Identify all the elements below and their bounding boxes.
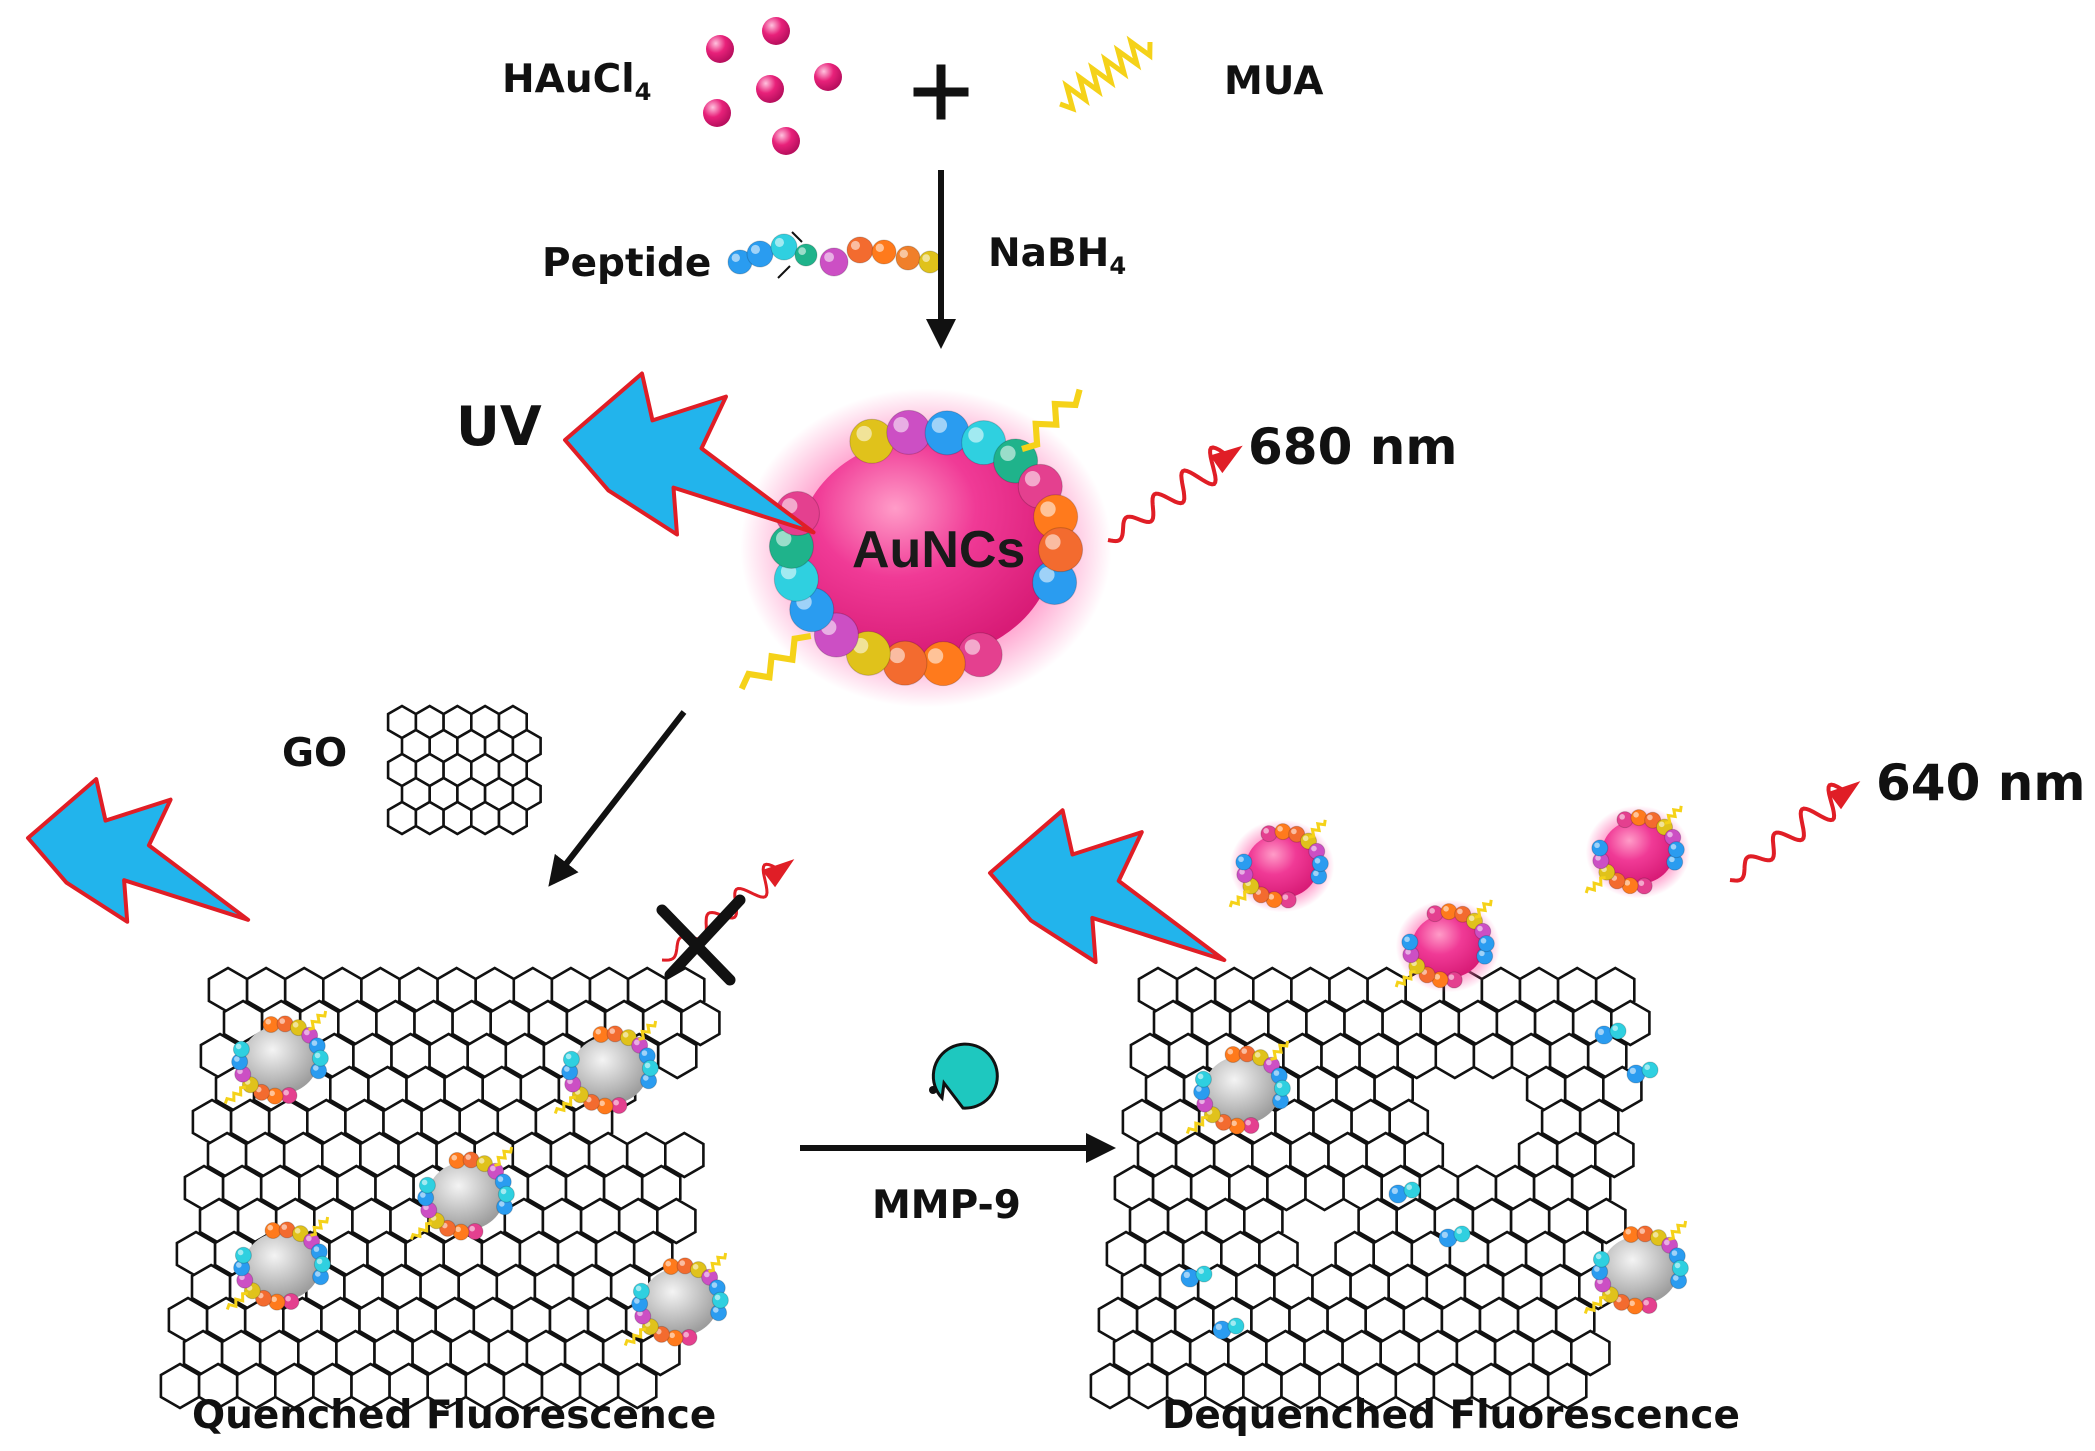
quenched-caption: Quenched Fluorescence — [192, 1393, 717, 1438]
hauc4-label: HAuCl4 — [502, 57, 652, 107]
uv-label: UV — [456, 395, 542, 458]
adsorption-arrow — [548, 710, 687, 887]
mmp9-enzyme-icon — [929, 1042, 999, 1110]
emission-680-label: 680 nm — [1248, 418, 1458, 476]
nabh4-label: NaBH4 — [988, 231, 1127, 281]
emission-640-label: 640 nm — [1876, 754, 2086, 812]
dequenched-caption: Dequenched Fluorescence — [1162, 1393, 1740, 1438]
mua-label: MUA — [1224, 59, 1324, 104]
peptide-label: Peptide — [542, 241, 712, 286]
cleaved-peptide-fragments — [1180, 1022, 1659, 1340]
gold-salt-dots — [703, 17, 842, 155]
dequenched-graphene-sheet — [1089, 966, 1651, 1410]
blocked-emission-icon — [656, 859, 795, 986]
aunc-core-label: AuNCs — [852, 521, 1026, 579]
uv-lightning-icon — [563, 371, 816, 537]
uv-lightning-icon — [988, 808, 1227, 965]
uv-lightning-icon — [26, 777, 251, 924]
gold-nanocluster-icon — [738, 388, 1112, 708]
plus-icon — [913, 64, 969, 120]
released-cluster-group — [1228, 805, 1691, 993]
peptide-chain-icon — [727, 231, 942, 279]
dequenched-cluster-group — [1185, 1040, 1689, 1315]
emission-wave-icon — [1729, 781, 1861, 883]
graphene-oxide-sheet-icon — [386, 704, 542, 836]
quenched-cluster-group — [223, 1010, 729, 1347]
mua-chain-icon — [1059, 35, 1153, 113]
mmp9-label: MMP-9 — [872, 1183, 1021, 1228]
emission-wave-icon — [1107, 445, 1243, 544]
go-label: GO — [282, 731, 348, 776]
